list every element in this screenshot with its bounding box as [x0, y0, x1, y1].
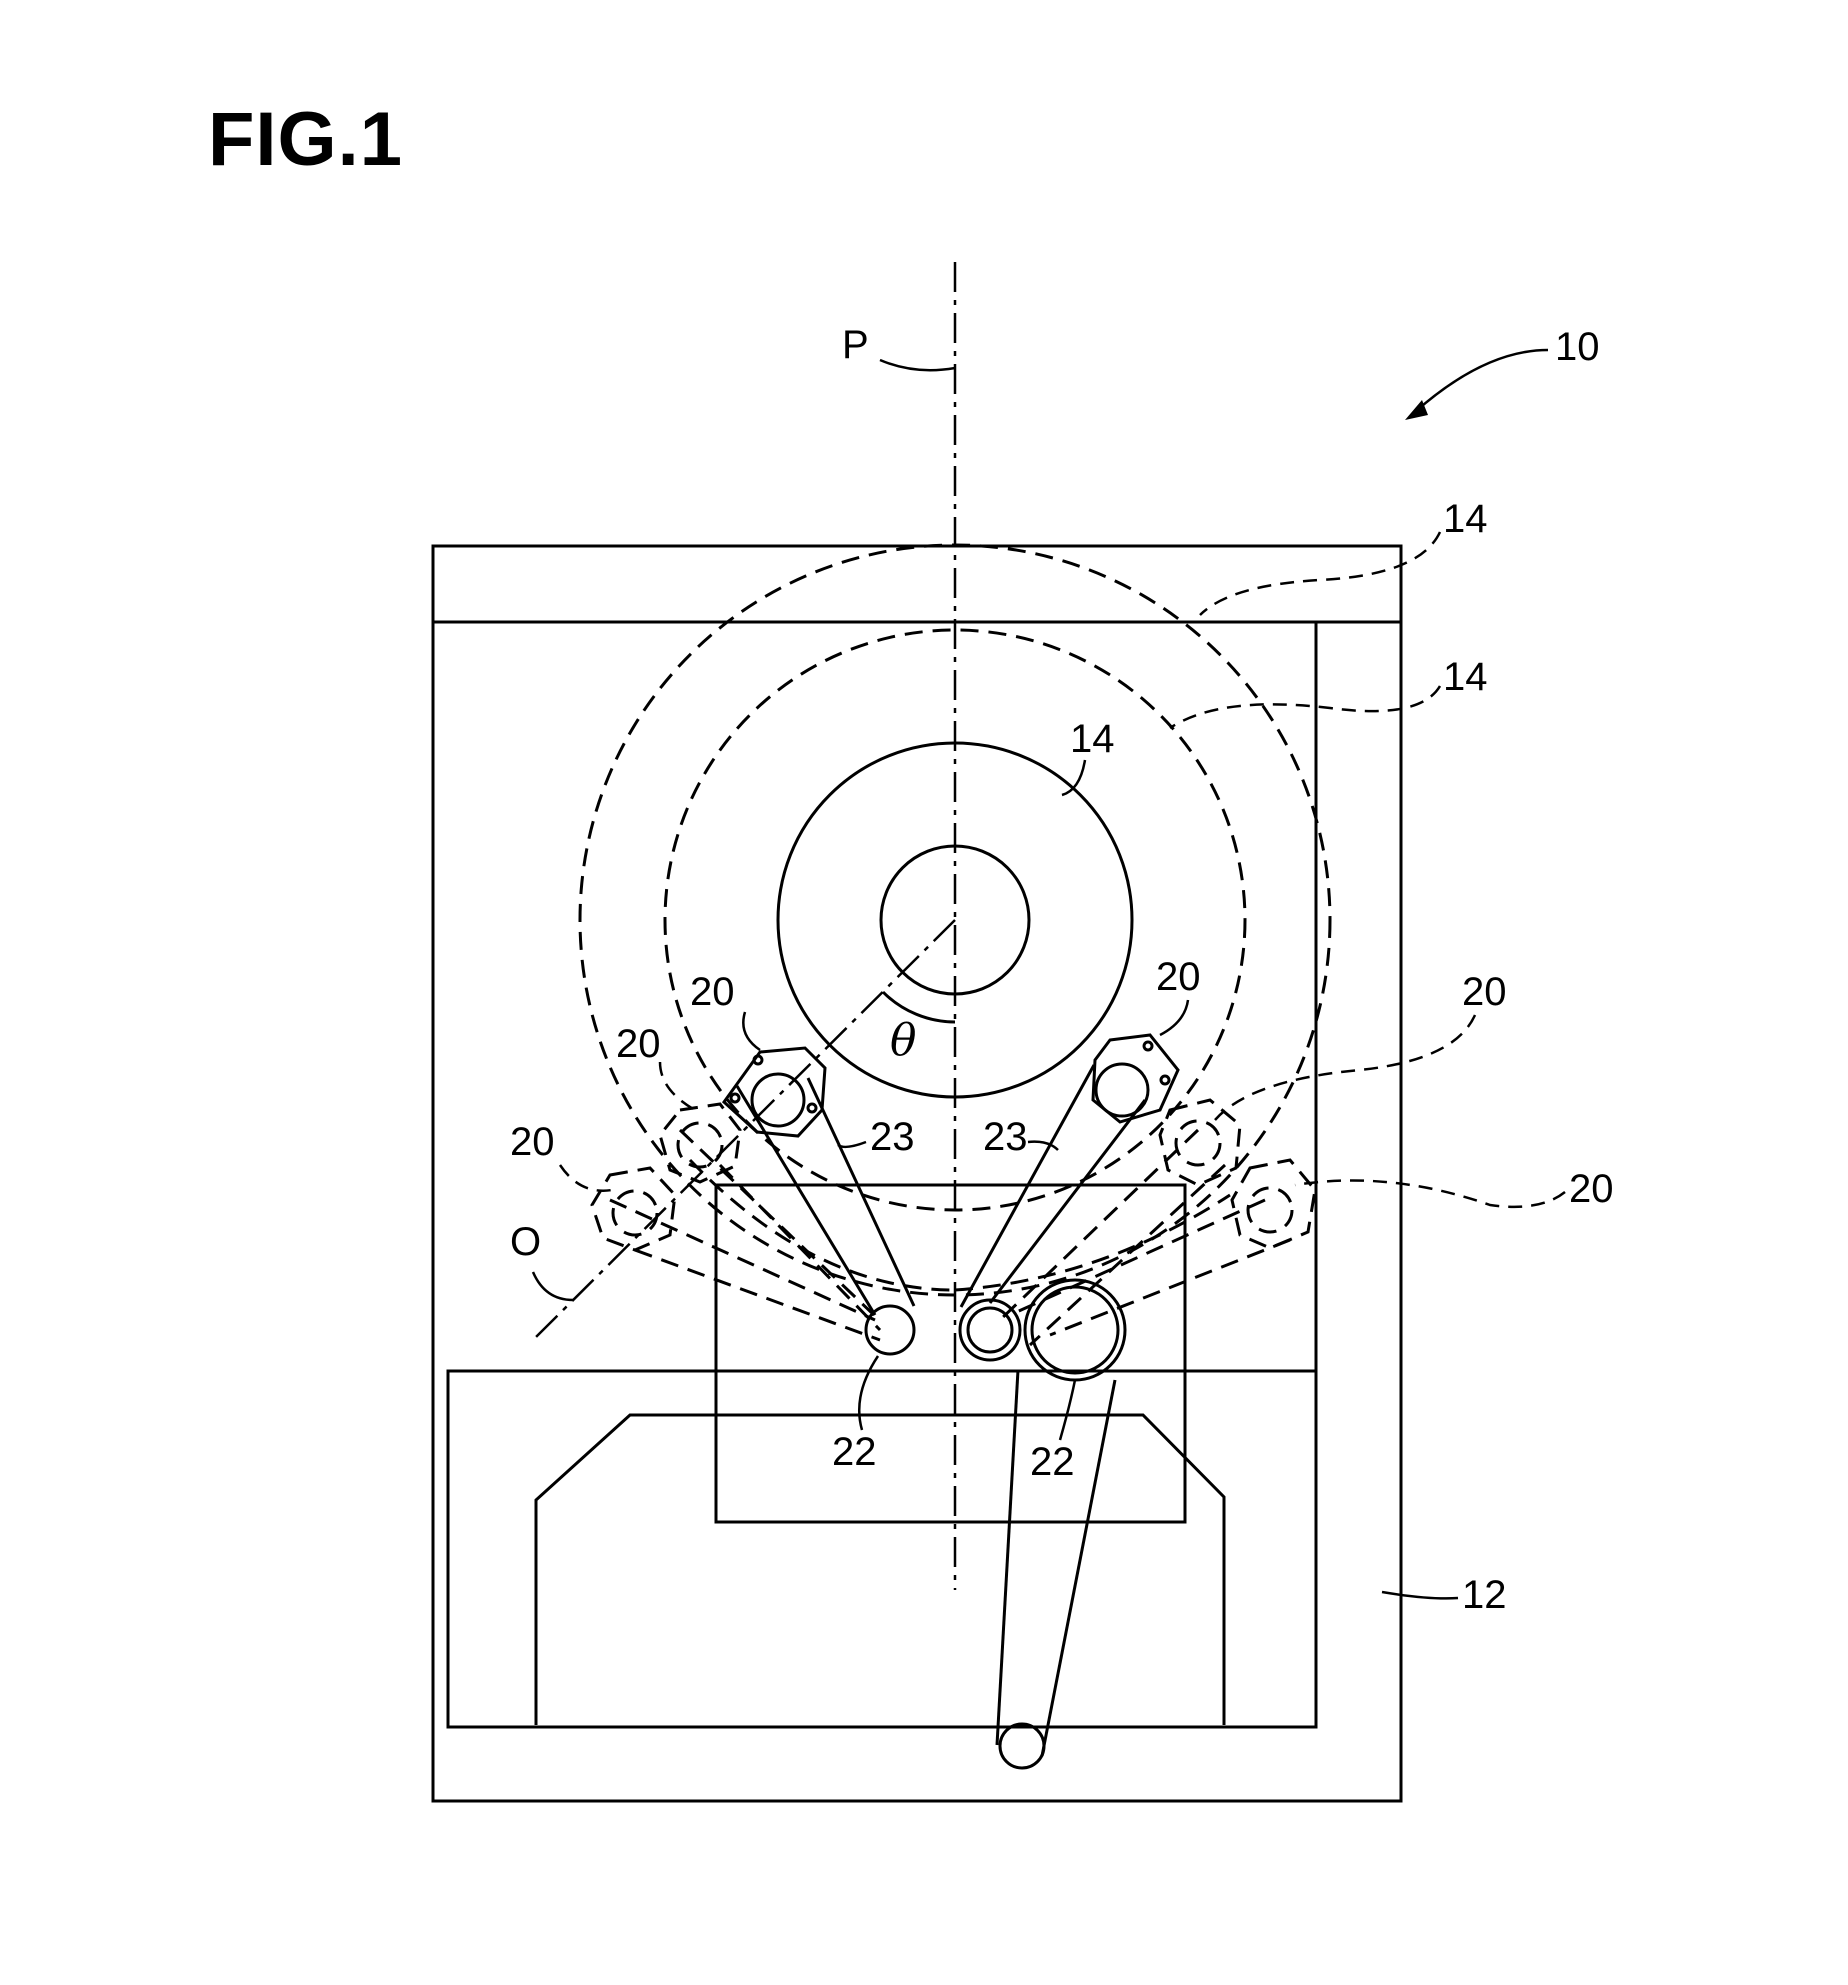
- label-23-left: 23: [870, 1115, 915, 1159]
- label-22-right: 22: [1030, 1440, 1075, 1484]
- holder-right-outer-dashed: [1232, 1160, 1315, 1248]
- roller-center: [960, 1300, 1020, 1360]
- holder-right-solid: [1093, 1035, 1178, 1122]
- label-22-left: 22: [832, 1430, 877, 1474]
- roller-right: [1025, 1280, 1125, 1380]
- label-14-middle: 14: [1443, 655, 1488, 699]
- label-p: P: [842, 323, 869, 367]
- label-20-left-middle: 20: [616, 1022, 661, 1066]
- lower-belt: [997, 1370, 1115, 1768]
- label-12: 12: [1462, 1573, 1507, 1617]
- roller-left: [866, 1306, 914, 1354]
- arm-left: [737, 1078, 914, 1315]
- holder-left-outer-dashed: [592, 1168, 675, 1250]
- label-10: 10: [1555, 325, 1600, 369]
- label-theta: θ: [890, 1015, 917, 1066]
- label-20-upper-left: 20: [690, 970, 735, 1014]
- label-20-right-bottom: 20: [1569, 1167, 1614, 1211]
- label-14-top: 14: [1443, 497, 1488, 541]
- label-20-left-bottom: 20: [510, 1120, 555, 1164]
- label-20-right-top: 20: [1462, 970, 1507, 1014]
- label-o: O: [510, 1220, 541, 1264]
- label-20-upper-right: 20: [1156, 955, 1201, 999]
- label-14-inner: 14: [1070, 717, 1115, 761]
- leader-lines: [533, 350, 1565, 1598]
- housing: [433, 546, 1401, 1801]
- label-23-right: 23: [983, 1115, 1028, 1159]
